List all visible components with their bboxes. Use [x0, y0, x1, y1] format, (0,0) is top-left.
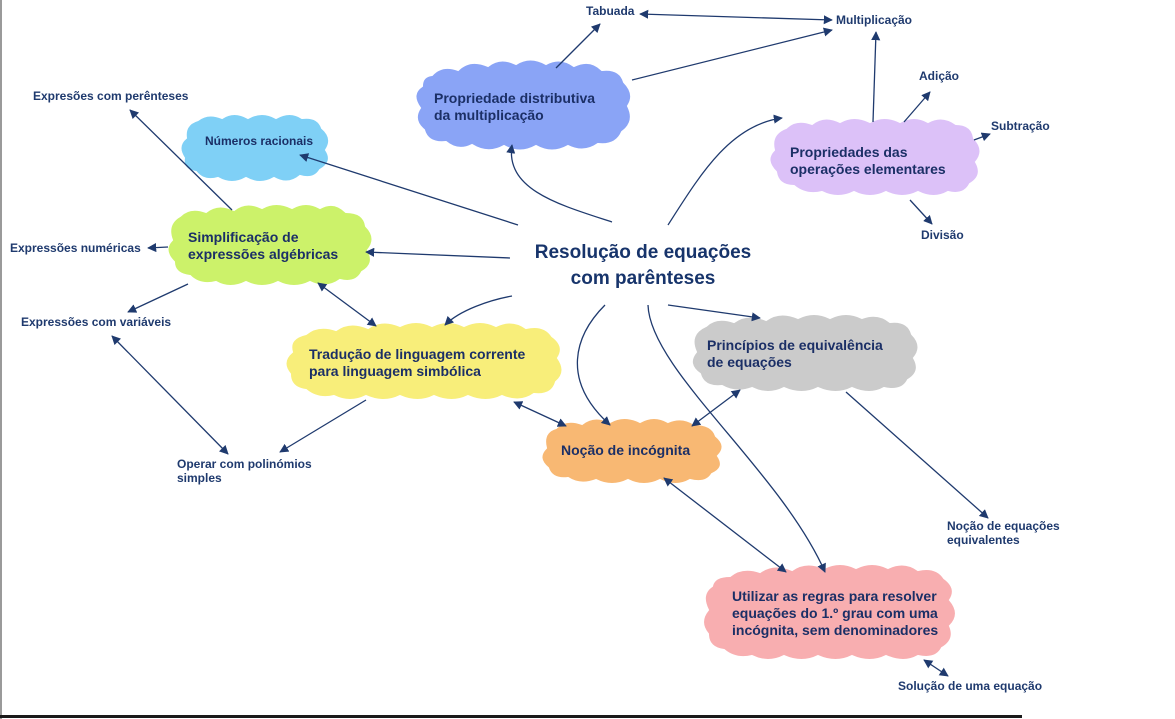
cloud-traducao — [284, 321, 564, 401]
arrow-propriedades-subtracao — [973, 132, 991, 142]
cloud-principios-text: Princípios de equivalência de equações — [707, 337, 883, 370]
cloud-racionais — [179, 113, 331, 183]
cloud-distributiva — [414, 58, 633, 152]
arrow-propriedades-adicao — [903, 91, 931, 123]
arrow-propriedades-multiplicacao — [871, 31, 881, 123]
arrow-central-simplificacao — [365, 247, 511, 259]
label-nocao-equacoes-equivalentes: Noção de equações equivalentes — [947, 519, 1060, 547]
arrow-central-racionais — [299, 153, 519, 226]
cloud-distributiva-shape — [414, 58, 633, 152]
window-left-edge — [0, 0, 2, 719]
arrow-propriedades-divisao — [909, 199, 933, 225]
label-tabuada: Tabuada — [586, 4, 635, 18]
arrow-principios-equivalentes — [845, 391, 989, 519]
arrow-traducao-incognita — [513, 401, 567, 427]
arrow-incognita-regras — [663, 477, 787, 573]
cloud-propriedades-shape — [768, 117, 982, 197]
cloud-simplificacao-shape — [166, 203, 374, 287]
central-concept-title: Resolução de equações com parênteses — [534, 242, 752, 289]
cloud-regras-shape — [702, 563, 957, 661]
label-adicao: Adição — [919, 69, 960, 83]
arrow-variaveis-polinomios — [111, 335, 229, 455]
cloud-racionais-shape — [179, 113, 331, 183]
label-multiplicacao: Multiplicação — [836, 13, 913, 27]
arrow-traducao-polinomios — [279, 399, 367, 453]
arrow-simplificacao-variaveis — [127, 283, 189, 313]
cloud-traducao-shape — [284, 321, 564, 401]
arrow-tabuada-multiplicacao — [639, 9, 833, 25]
cloud-simplificacao — [166, 203, 374, 287]
label-divisao: Divisão — [921, 228, 964, 242]
label-expressoes-numericas: Expressões numéricas — [10, 241, 141, 255]
arrow-incognita-principios — [691, 389, 741, 427]
cloud-propriedades-text: Propriedades das operações elementares — [790, 144, 946, 177]
cloud-traducao-text: Tradução de linguagem corrente para ling… — [309, 346, 526, 379]
cloud-regras-text: Utilizar as regras para resolver equaçõe… — [732, 588, 939, 638]
cloud-regras — [702, 563, 957, 661]
cloud-racionais-text: Números racionais — [205, 134, 314, 148]
arrow-regras-solucao — [923, 659, 949, 677]
cloud-principios — [690, 313, 920, 393]
arrow-central-traducao — [444, 295, 513, 326]
label-solucao-equacao: Solução de uma equação — [898, 679, 1043, 693]
arrow-central-propriedades — [667, 114, 783, 226]
arrow-central-principios — [667, 304, 761, 322]
arrow-central-distributiva — [506, 144, 613, 223]
label-expresoes-parenteses: Expresões com perênteses — [33, 89, 189, 103]
label-subtracao: Subtração — [991, 119, 1050, 133]
cloud-incognita-shape — [540, 417, 724, 485]
arrow-distributiva-tabuada — [555, 23, 601, 69]
label-expressoes-variaveis: Expressões com variáveis — [21, 315, 172, 329]
window-bottom-edge — [0, 715, 1022, 718]
cloud-distributiva-text: Propriedade distributiva da multiplicaçã… — [434, 90, 596, 123]
cloud-principios-shape — [690, 313, 920, 393]
arrow-simplificacao-numericas — [147, 243, 169, 253]
cloud-propriedades — [768, 117, 982, 197]
arrow-simplificacao-traducao — [317, 282, 377, 327]
arrow-central-incognita — [576, 304, 611, 426]
arrow-simplificacao-parenteses — [129, 109, 233, 211]
cloud-incognita — [540, 417, 724, 485]
cloud-incognita-text: Noção de incógnita — [561, 442, 691, 458]
cloud-simplificacao-text: Simplificação de expressões algébricas — [188, 229, 339, 262]
label-operar-polinomios: Operar com polinómios simples — [177, 457, 312, 485]
arrow-distributiva-multiplicacao — [631, 27, 833, 81]
